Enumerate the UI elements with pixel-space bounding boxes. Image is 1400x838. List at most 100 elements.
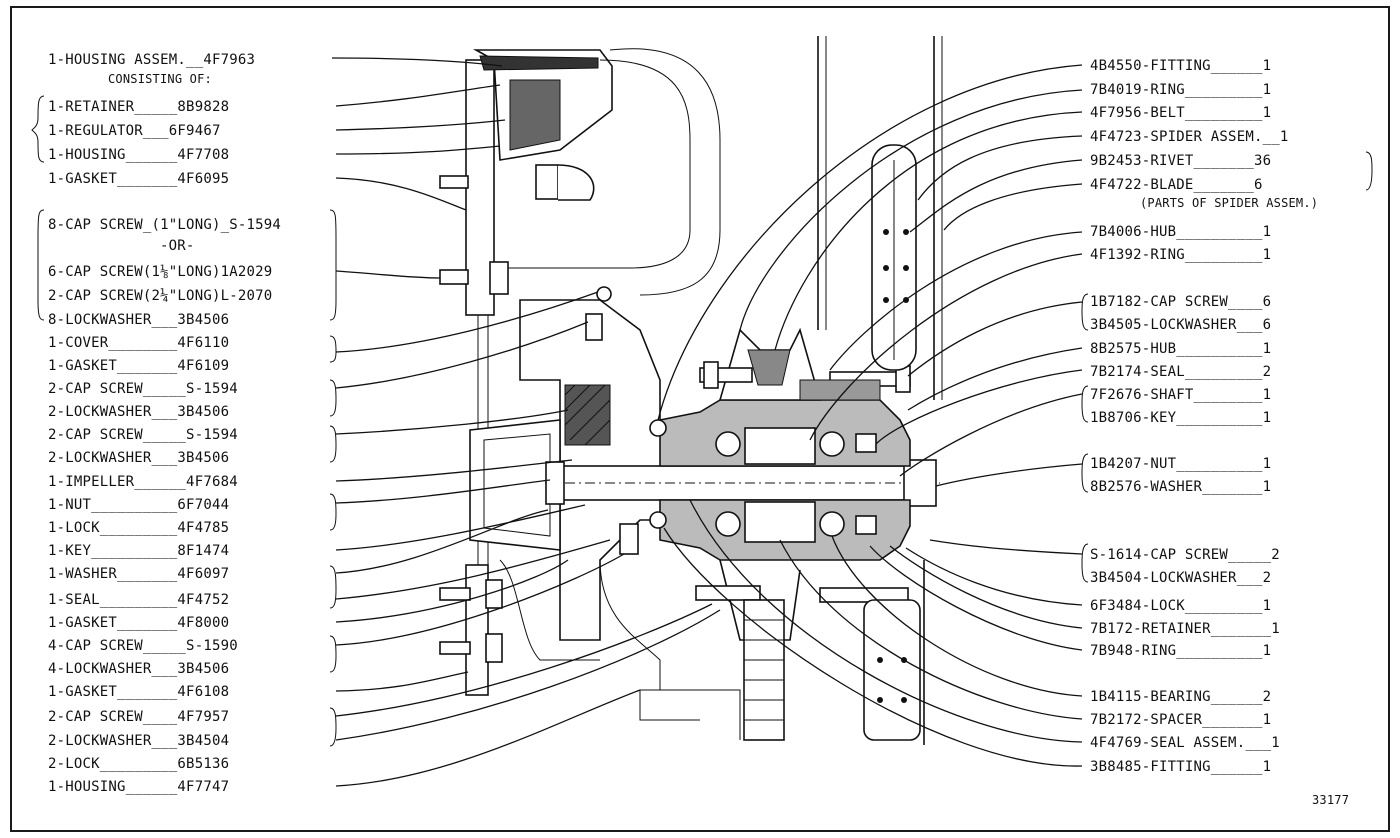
label-lock-6f3484: 6F3484-LOCK_________1 <box>1090 598 1271 614</box>
leader-l31 <box>335 689 641 787</box>
leader-l3 <box>335 84 501 107</box>
label-blade-4f4722: 4F4722-BLADE_______6 <box>1090 177 1263 193</box>
label-cap-screw-s1594-b: 2-CAP SCREW_____S-1594 <box>48 427 238 443</box>
mounting-plate-lower <box>465 564 489 696</box>
rivet-5 <box>883 297 889 303</box>
brace-nut-washer <box>1081 453 1089 493</box>
label-gasket-4f8000: 1-GASKET_______4F8000 <box>48 615 229 631</box>
leader-l18 <box>335 459 573 482</box>
leader-l14 <box>335 321 589 389</box>
leader-lines <box>331 57 1083 787</box>
leader-l5 <box>335 145 501 155</box>
brace-cap-screw-right <box>329 209 337 321</box>
brace-cap-screw-lockwasher-lower <box>1081 543 1089 583</box>
seal-rear-lower <box>855 515 877 535</box>
label-cap-screw-s1614: S-1614-CAP SCREW_____2 <box>1090 547 1280 563</box>
stud-lower-2 <box>439 641 471 655</box>
label-lock-6b5136: 2-LOCK_________6B5136 <box>48 756 229 772</box>
bearing-rear-lower <box>819 511 845 537</box>
leader-r26 <box>663 527 1083 767</box>
pump-cover-inner <box>483 433 551 537</box>
leader-l23 <box>335 539 611 600</box>
label-seal-7b2174: 7B2174-SEAL_________2 <box>1090 364 1271 380</box>
leader-r24 <box>779 539 1083 720</box>
rivet-1 <box>883 229 889 235</box>
bearing-front-lower <box>715 511 741 537</box>
leader-r4 <box>917 135 1083 201</box>
label-washer-4f6097: 1-WASHER_______4F6097 <box>48 566 229 582</box>
label-spider-assem: 4F4723-SPIDER ASSEM.__1 <box>1090 129 1288 145</box>
seal-rear <box>855 433 877 453</box>
brace-cap-screw-left <box>37 209 45 321</box>
label-ring-4f1392: 4F1392-RING_________1 <box>1090 247 1271 263</box>
label-washer-8b2576: 8B2576-WASHER_______1 <box>1090 479 1271 495</box>
label-hub-7b4006: 7B4006-HUB__________1 <box>1090 224 1271 240</box>
nut-lower-2 <box>485 633 503 663</box>
label-housing-4f7747: 1-HOUSING______4F7747 <box>48 779 229 795</box>
label-fitting-3b8485: 3B8485-FITTING______1 <box>1090 759 1271 775</box>
leader-r21 <box>889 545 1083 629</box>
bearing-front-upper <box>715 431 741 457</box>
label-cap-screw-4f7957: 2-CAP SCREW____4F7957 <box>48 709 229 725</box>
leader-l12 <box>335 291 599 353</box>
rivet-9 <box>877 697 883 703</box>
belt <box>747 349 791 386</box>
left-labels: 1-HOUSING ASSEM.__4F7963 CONSISTING OF: … <box>48 52 281 795</box>
leader-r10 <box>907 301 1083 377</box>
right-labels: 4B4550-FITTING______1 7B4019-RING_______… <box>1090 58 1318 775</box>
leader-r1 <box>657 64 1083 421</box>
leader-l28 <box>335 603 713 717</box>
spacer <box>744 427 816 465</box>
housing-outlet-curve <box>500 59 691 269</box>
label-housing-4f7708: 1-HOUSING______4F7708 <box>48 147 229 163</box>
label-nut-1b4207: 1B4207-NUT__________1 <box>1090 456 1271 472</box>
figure-number: 33177 <box>1312 793 1349 807</box>
stud-middle <box>439 269 469 285</box>
label-shaft-7f2676: 7F2676-SHAFT________1 <box>1090 387 1271 403</box>
leader-r20 <box>905 547 1083 606</box>
leader-r6 <box>943 183 1083 231</box>
housing-bulge <box>557 164 595 201</box>
fitting-upper <box>649 419 667 437</box>
lower-housing-curve <box>599 559 661 690</box>
label-key-8f1474: 1-KEY__________8F1474 <box>48 543 229 559</box>
leader-l27 <box>335 671 469 692</box>
impeller-hatch <box>564 384 611 446</box>
nut-middle <box>489 261 509 295</box>
housing-outer-curve <box>609 48 721 296</box>
label-gasket-4f6095: 1-GASKET_______4F6095 <box>48 171 229 187</box>
label-retainer: 1-RETAINER_____8B9828 <box>48 99 229 115</box>
brace-rivet-blade <box>1365 151 1373 191</box>
label-cap-screw-s1594-8: 8-CAP SCREW_(1"LONG)_S-1594 <box>48 217 281 233</box>
label-cap-screw-1a2029: 6-CAP SCREW(1⅛"LONG)1A2029 <box>48 264 272 280</box>
leader-r13 <box>875 369 1083 445</box>
spider-hub <box>799 379 881 401</box>
label-cap-screw-s1590: 4-CAP SCREW_____S-1590 <box>48 638 238 654</box>
label-impeller: 1-IMPELLER______4F7684 <box>48 474 238 490</box>
label-lockwasher-3b4504-r: 3B4504-LOCKWASHER___2 <box>1090 570 1271 586</box>
leader-l21 <box>335 504 586 551</box>
leader-r18 <box>929 539 1083 555</box>
label-cover: 1-COVER________4F6110 <box>48 335 229 351</box>
label-lockwasher-b: 2-LOCKWASHER___3B4506 <box>48 450 229 466</box>
label-housing-assem: 1-HOUSING ASSEM.__4F7963 <box>48 52 255 68</box>
end-nut <box>903 459 937 507</box>
label-lock-4f4785: 1-LOCK_________4F4785 <box>48 520 229 536</box>
label-spacer-7b2172: 7B2172-SPACER_______1 <box>1090 712 1271 728</box>
fitting-top <box>596 286 612 302</box>
leader-l19 <box>335 479 551 504</box>
fitting-lower <box>649 511 667 529</box>
label-lockwasher-4: 4-LOCKWASHER___3B4506 <box>48 661 229 677</box>
label-key-1b8706: 1B8706-KEY__________1 <box>1090 410 1271 426</box>
brace-cover-group <box>329 335 337 363</box>
stud-upper <box>439 175 469 189</box>
leader-l29 <box>335 609 721 741</box>
leader-l22 <box>335 509 549 574</box>
brace-lockwasher-group <box>329 707 337 747</box>
label-rivet-9b2453: 9B2453-RIVET_______36 <box>1090 153 1271 169</box>
pump-drawing <box>439 36 943 745</box>
label-lockwasher-3b4505: 3B4505-LOCKWASHER___6 <box>1090 317 1271 333</box>
label-parts-of-spider: (PARTS OF SPIDER ASSEM.) <box>1140 196 1318 210</box>
brace-capscrew-lockwasher <box>1081 293 1089 331</box>
label-ring-7b948: 7B948-RING__________1 <box>1090 643 1271 659</box>
